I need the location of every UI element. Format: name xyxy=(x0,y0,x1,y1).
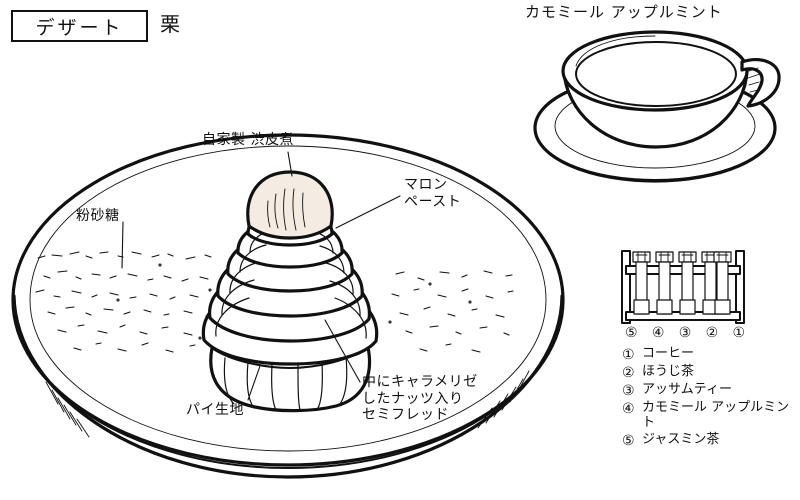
rack-number-5: ⑤ xyxy=(625,325,638,341)
legend-number: ② xyxy=(622,365,635,382)
legend-label: アッサムティー xyxy=(642,382,732,398)
legend-item-4: ④ カモミール アップルミント xyxy=(622,400,800,431)
canister-1 xyxy=(632,251,651,315)
drink-title: カモミール アップルミント xyxy=(525,3,723,21)
leader-pie xyxy=(247,365,261,401)
rack-number-1: ① xyxy=(732,325,745,341)
callout-powdered-sugar: 粉砂糖 xyxy=(76,208,120,224)
handle-hatching xyxy=(745,67,761,93)
legend-number: ⑤ xyxy=(622,433,635,450)
legend-label: カモミール アップルミント xyxy=(642,400,790,431)
category-subtitle: 栗 xyxy=(160,12,181,36)
pie-crust-flutes xyxy=(223,356,348,411)
category-title-box: デザート xyxy=(11,10,148,42)
plate-shading-left xyxy=(45,381,90,438)
rack-canister-numbers: ⑤ ④ ③ ② ① xyxy=(625,325,745,341)
legend-item-2: ② ほうじ茶 xyxy=(622,364,800,382)
callout-marron-paste: マロン ペースト xyxy=(404,177,462,210)
canister-5 xyxy=(713,251,732,315)
leader-shibukawani xyxy=(287,151,293,177)
rack-number-4: ④ xyxy=(651,325,665,341)
leader-marron xyxy=(335,195,401,229)
legend-label: コーヒー xyxy=(642,346,695,361)
legend-item-5: ⑤ ジャスミン茶 xyxy=(622,432,800,450)
legend-number: ④ xyxy=(622,401,635,418)
rack-number-3: ③ xyxy=(678,325,692,341)
leader-semifreddo xyxy=(324,319,361,383)
rack-number-2: ② xyxy=(705,325,719,341)
canister-2 xyxy=(655,251,674,315)
canister-3 xyxy=(678,251,697,315)
plate-shading-right xyxy=(477,370,530,429)
chestnut-texture xyxy=(267,188,306,231)
legend-item-3: ③ アッサムティー xyxy=(622,382,800,400)
page-title: デザート xyxy=(35,16,124,39)
mont-blanc-dessert xyxy=(201,170,379,413)
legend-label: ジャスミン茶 xyxy=(642,432,720,448)
legend-item-1: ① コーヒー xyxy=(622,346,800,363)
callout-semifreddo: 中にキャラメリゼ したナッツ入り セミフレッド xyxy=(362,374,478,424)
legend-number: ① xyxy=(622,347,635,363)
callout-pie-crust: パイ生地 xyxy=(186,402,244,418)
canister-4 xyxy=(701,251,720,315)
legend-number: ③ xyxy=(622,383,635,400)
callout-shibukawani: 自家製 渋皮煮 xyxy=(202,132,294,148)
callout-leaders xyxy=(121,151,401,401)
drink-legend: ① コーヒー ② ほうじ茶 ③ アッサムティー ④ カモミール アップルミント … xyxy=(622,346,800,451)
marron-ring-highlights xyxy=(215,229,367,339)
leader-kona xyxy=(121,221,124,269)
legend-label: ほうじ茶 xyxy=(642,364,695,380)
teacup-and-saucer xyxy=(533,30,781,183)
canister-rack xyxy=(621,250,745,324)
